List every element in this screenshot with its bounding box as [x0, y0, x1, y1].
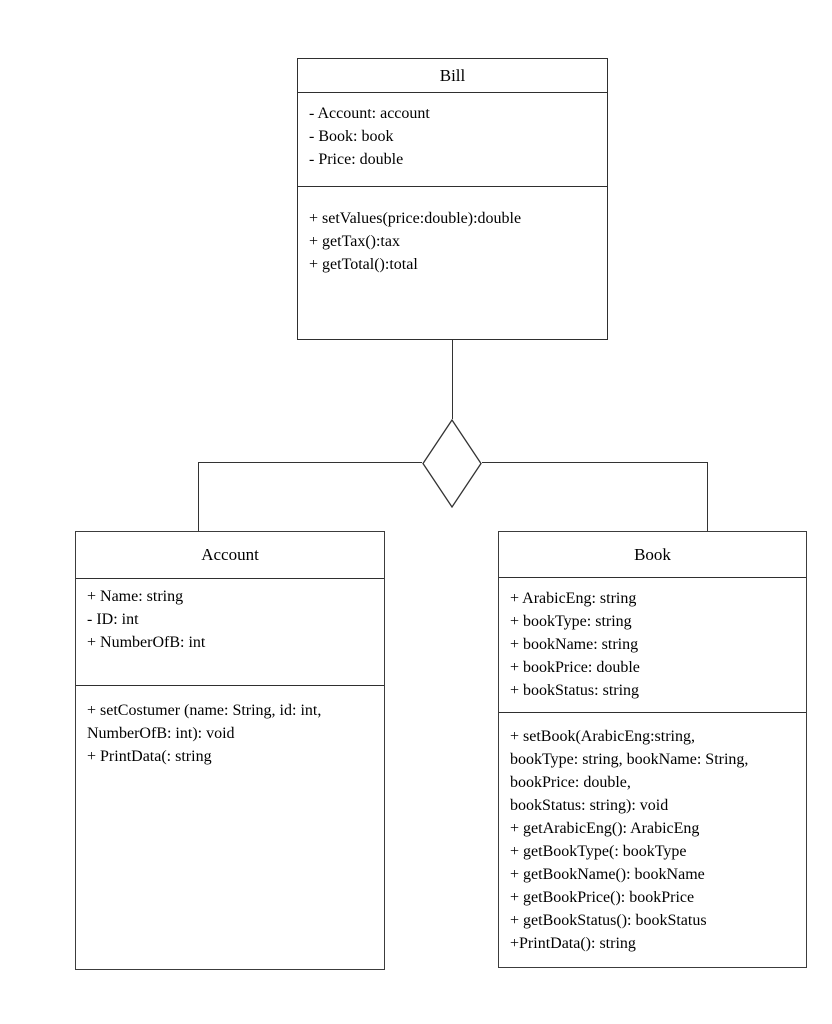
class-box-account: Account + Name: string - ID: int + NumberO… [75, 531, 385, 970]
connector-bill-to-diamond [452, 340, 453, 419]
member-line: + setCostumer (name: String, id: int, [87, 702, 322, 719]
member-line: + bookName: string [510, 636, 639, 653]
member-line: - Price: double [309, 151, 404, 168]
class-methods: + setCostumer (name: String, id: int, Num… [76, 686, 384, 969]
class-title: Book [499, 532, 806, 578]
member-line: + bookType: string [510, 613, 632, 630]
member-line: + getBookName(): bookName [510, 866, 705, 883]
member-line: + Name: string [87, 588, 184, 605]
member-line: + bookStatus: string [510, 682, 640, 699]
class-attributes: + Name: string - ID: int + NumberOfB: int [76, 579, 384, 686]
member-line: bookStatus: string): void [510, 797, 669, 814]
class-box-bill: Bill - Account: account - Book: book - Pri… [297, 58, 608, 340]
class-attributes: - Account: account - Book: book - Price: d… [298, 93, 607, 187]
member-line: + getTotal():total [309, 256, 418, 273]
class-methods: + setValues(price:double):double + getTax… [298, 187, 607, 339]
class-methods: + setBook(ArabicEng:string, bookType: str… [499, 713, 806, 967]
member-line: +PrintData(): string [510, 935, 636, 952]
connector-book-drop [707, 462, 708, 531]
connector-diamond-to-account-horizontal [198, 462, 422, 463]
member-line: + PrintData(: string [87, 748, 212, 765]
member-line: + bookPrice: double [510, 659, 640, 676]
member-line: + NumberOfB: int [87, 634, 206, 651]
member-line: + getBookStatus(): bookStatus [510, 912, 707, 929]
class-title: Account [76, 532, 384, 579]
class-attributes: + ArabicEng: string + bookType: string + b… [499, 578, 806, 713]
member-line: + getTax():tax [309, 233, 400, 250]
member-line: + setBook(ArabicEng:string, [510, 728, 695, 745]
member-line: bookPrice: double, [510, 774, 631, 791]
member-line: + setValues(price:double):double [309, 210, 522, 227]
connector-diamond-to-book-horizontal [482, 462, 707, 463]
member-line: NumberOfB: int): void [87, 725, 235, 742]
class-title: Bill [298, 59, 607, 93]
connector-account-drop [198, 462, 199, 531]
member-line: - Book: book [309, 128, 394, 145]
member-line: + getBookType(: bookType [510, 843, 687, 860]
member-line: - Account: account [309, 105, 430, 122]
member-line: + ArabicEng: string [510, 590, 637, 607]
member-line: - ID: int [87, 611, 139, 628]
member-line: + getArabicEng(): ArabicEng [510, 820, 700, 837]
aggregation-diamond-icon [422, 419, 482, 508]
member-line: bookType: string, bookName: String, [510, 751, 749, 768]
member-line: + getBookPrice(): bookPrice [510, 889, 695, 906]
class-box-book: Book + ArabicEng: string + bookType: stri… [498, 531, 807, 968]
